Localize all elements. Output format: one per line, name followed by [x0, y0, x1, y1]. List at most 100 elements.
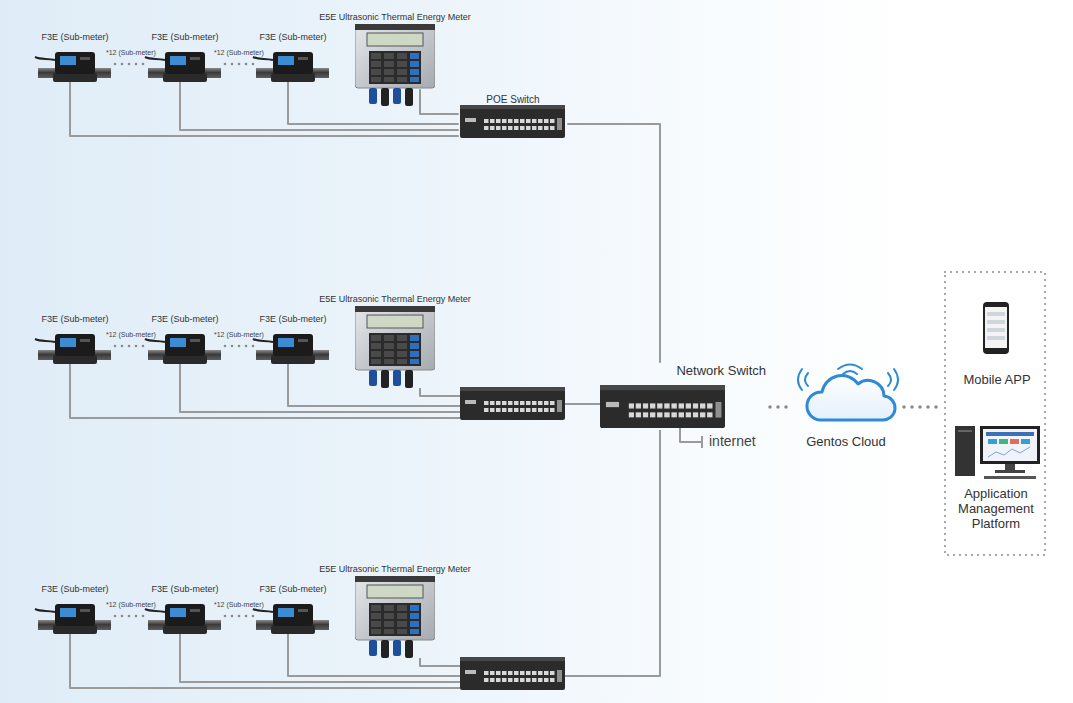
quantity-note: *12 (Sub-meter) [106, 331, 156, 339]
wifi-waves [798, 365, 898, 391]
mobile-app: Mobile APP [955, 296, 1039, 390]
wifi-wave [798, 369, 802, 390]
app-row [987, 328, 1005, 332]
quantity-note: *12 (Sub-meter) [214, 601, 264, 609]
network-switch [600, 385, 725, 428]
wire [420, 388, 460, 396]
wire [180, 372, 460, 412]
wire [288, 372, 460, 406]
wifi-wave [888, 373, 891, 386]
quantity-note: *12 (Sub-meter) [214, 331, 264, 339]
wire [420, 658, 460, 666]
monitor-screen [983, 429, 1037, 461]
client-group-frame [945, 272, 1045, 555]
internet-wire [680, 428, 702, 442]
screen-card [999, 439, 1008, 444]
computer-icon [955, 426, 1040, 479]
sub-meter: F3E (Sub-meter) [35, 312, 115, 372]
network-cable [180, 90, 458, 130]
network-cable [288, 90, 458, 124]
screen-card [1021, 439, 1030, 444]
node-label: Network Switch [676, 364, 766, 379]
screen-card [1010, 439, 1019, 444]
node-label: F3E (Sub-meter) [41, 314, 108, 324]
app-row [987, 312, 1005, 316]
sub-meter: F3E (Sub-meter) [35, 582, 115, 642]
network-cable [70, 90, 458, 136]
wire [70, 372, 460, 418]
sub-meter: F3E (Sub-meter) [145, 312, 225, 372]
network-switch: Network Switch [598, 362, 770, 432]
sub-meter: F3E (Sub-meter) [253, 582, 333, 642]
wire [288, 642, 460, 676]
app-row [987, 320, 1005, 324]
node-label: F3E (Sub-meter) [41, 584, 108, 594]
node-label: E5E Ultrasonic Thermal Energy Meter [319, 294, 470, 304]
monitor-base [995, 470, 1025, 473]
screen-card [988, 439, 997, 444]
cloud-icon [798, 365, 898, 421]
cloud-node: Gentos Cloud [792, 362, 900, 452]
sub-meter: F3E (Sub-meter) [145, 30, 225, 90]
network-cable [568, 124, 660, 362]
dotted-link [904, 405, 942, 409]
quantity-note: *12 (Sub-meter) [106, 49, 156, 57]
node-label: POE Switch [486, 94, 539, 106]
pc-tower [955, 426, 975, 476]
energy-meter: E5E Ultrasonic Thermal Energy Meter [314, 292, 476, 372]
wifi-wave [805, 373, 808, 386]
pc-drive [958, 430, 972, 432]
uplink-wire [565, 430, 660, 676]
app-row [987, 336, 1005, 340]
sub-meter: F3E (Sub-meter) [145, 582, 225, 642]
node-label: F3E (Sub-meter) [259, 584, 326, 594]
management-platform: Application Management Platform [949, 418, 1043, 534]
meter-row [35, 306, 565, 420]
node-label: Gentos Cloud [806, 435, 886, 450]
node-label: E5E Ultrasonic Thermal Energy Meter [319, 12, 470, 22]
poe-switch: POE Switch [458, 92, 568, 140]
network-cable [420, 90, 458, 114]
monitor-stand [1005, 464, 1015, 470]
wire [70, 642, 460, 688]
node-label: F3E (Sub-meter) [151, 32, 218, 42]
sub-meter: F3E (Sub-meter) [35, 30, 115, 90]
phone-body [983, 302, 1009, 354]
node-label: F3E (Sub-meter) [41, 32, 108, 42]
screen-chart [988, 447, 1030, 457]
phone-icon [983, 302, 1009, 354]
dotted-link [770, 405, 792, 409]
node-label: F3E (Sub-meter) [259, 32, 326, 42]
wifi-wave [894, 369, 898, 390]
quantity-note: *12 (Sub-meter) [214, 49, 264, 57]
meter-row [35, 24, 565, 138]
node-label: Application Management Platform [953, 487, 1039, 532]
energy-meter: E5E Ultrasonic Thermal Energy Meter [314, 10, 476, 90]
node-label: F3E (Sub-meter) [259, 314, 326, 324]
network-label: internet [709, 433, 756, 449]
cloud [807, 376, 895, 420]
uplink-wire [565, 403, 600, 405]
sub-meter: F3E (Sub-meter) [253, 312, 333, 372]
quantity-note: *12 (Sub-meter) [106, 601, 156, 609]
internet-tick [701, 436, 703, 448]
monitor [980, 426, 1040, 464]
sub-meter: F3E (Sub-meter) [253, 30, 333, 90]
wifi-wave [843, 371, 857, 374]
node-label: F3E (Sub-meter) [151, 314, 218, 324]
screen-header [986, 432, 1034, 436]
energy-meter: E5E Ultrasonic Thermal Energy Meter [314, 562, 476, 642]
wire [180, 642, 460, 682]
keyboard [984, 476, 1036, 479]
node-label: E5E Ultrasonic Thermal Energy Meter [319, 564, 470, 574]
node-label: F3E (Sub-meter) [151, 584, 218, 594]
meter-row [35, 576, 565, 690]
phone-screen [985, 307, 1007, 348]
wifi-wave [838, 365, 862, 370]
node-label: Mobile APP [963, 373, 1030, 388]
